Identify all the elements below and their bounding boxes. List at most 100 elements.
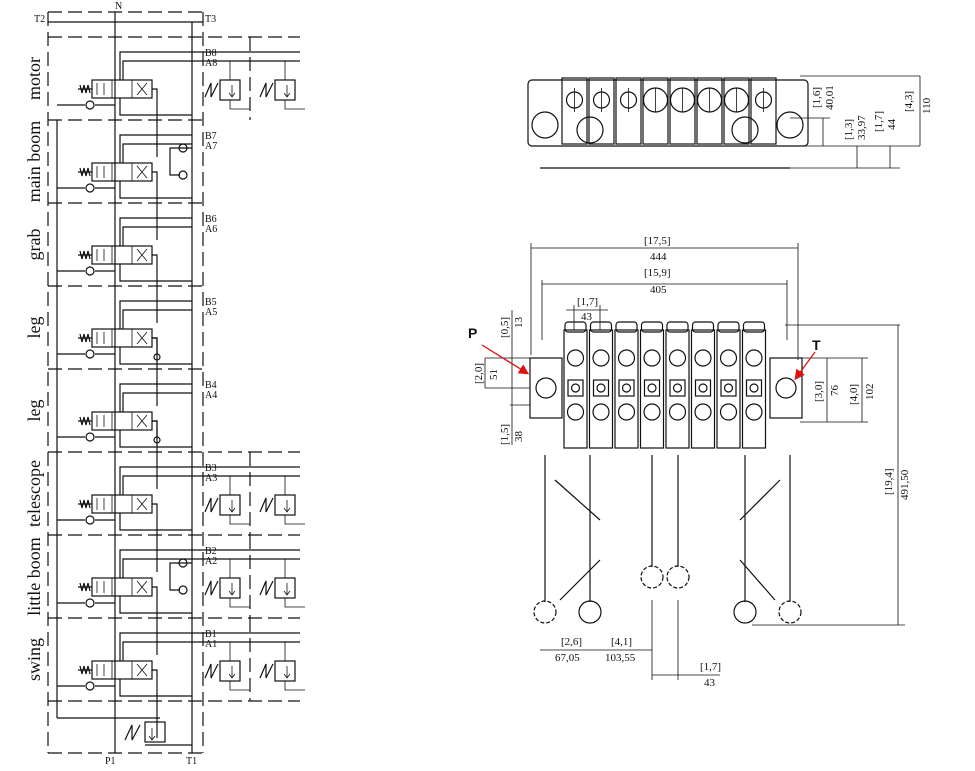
relief-valve	[204, 476, 250, 525]
port-b-label: B3	[205, 463, 217, 474]
relief-valve	[259, 476, 305, 525]
port-b-label: B7	[205, 131, 217, 142]
check-valve-icon	[85, 183, 95, 193]
spring-icon	[78, 84, 92, 94]
relief-valve	[204, 559, 250, 608]
dim-top-1-in: [1,6]	[811, 87, 823, 108]
check-valve-icon	[85, 100, 95, 110]
dim-lever1-in: [2,6]	[561, 636, 582, 648]
plug-icon	[153, 436, 161, 444]
port-b-label: B6	[205, 214, 217, 225]
port-b-label: B5	[205, 297, 217, 308]
spool-valve	[91, 162, 153, 182]
spool-valve	[91, 494, 153, 514]
spool-valve	[91, 79, 153, 99]
section-label: motor	[24, 57, 44, 100]
dim-bot-in: [1,5]	[499, 424, 511, 445]
spring-icon	[78, 499, 92, 509]
valve-section	[690, 321, 716, 449]
valve-section	[639, 321, 665, 449]
dim-top-4-mm: 110	[921, 97, 933, 114]
top-valve-section	[696, 77, 723, 145]
relief-valve	[259, 642, 305, 691]
section-label: grab	[24, 229, 44, 261]
dim-top-3-in: [1,7]	[873, 111, 885, 132]
dim-lever2-in: [4,1]	[611, 636, 632, 648]
dim-total-mm: 491,50	[899, 469, 911, 500]
arrow-p	[481, 344, 530, 375]
gauge-icon	[178, 585, 188, 595]
dim-t-in: [3,0]	[813, 381, 825, 402]
section-label: little boom	[24, 537, 44, 616]
lever-knob	[666, 565, 690, 589]
top-valve-section	[561, 77, 588, 145]
dim-top-4-in: [4,3]	[903, 91, 915, 112]
relief-valve	[259, 61, 305, 110]
port-n-label: N	[115, 1, 122, 12]
check-valve-icon	[85, 515, 95, 525]
relief-valve	[204, 61, 250, 110]
relief-valve	[204, 642, 250, 691]
dim-top-2-in: [1,3]	[843, 119, 855, 140]
gauge-icon	[178, 170, 188, 180]
front-view-drawing: [17,5] 444 [15,9] 405 [1,7] 43 [0,5] 13 …	[468, 235, 911, 689]
dim-lever3-mm: 43	[704, 677, 716, 689]
valve-section	[614, 321, 639, 449]
check-valve-icon	[85, 681, 95, 691]
spring-icon	[78, 333, 92, 343]
port-p1-label: P1	[105, 756, 116, 767]
spool-valve	[91, 245, 153, 265]
port-a-label: A1	[205, 639, 217, 650]
section-label: main boom	[24, 121, 44, 203]
dim-total-in: [19,4]	[883, 468, 895, 495]
main-relief-valve	[57, 717, 192, 746]
check-valve-icon	[85, 266, 95, 276]
gauge-icon	[178, 143, 188, 153]
dim-bot-mm: 38	[513, 431, 525, 443]
lever-knob	[733, 600, 757, 624]
dim-pitch-mm: 43	[581, 311, 593, 323]
spool-valve	[91, 577, 153, 597]
port-b-label: B1	[205, 629, 217, 640]
arrow-t	[794, 351, 816, 381]
gauge-icon	[178, 558, 188, 568]
spool-valve	[91, 660, 153, 680]
dim-p-in: [2,0]	[473, 363, 485, 384]
dim-top-in: [0,5]	[499, 317, 511, 338]
spring-icon	[78, 582, 92, 592]
valve-section	[588, 321, 614, 449]
check-valve-icon	[85, 432, 95, 442]
port-t3-label: T3	[205, 14, 216, 25]
dim-lever2-mm: 103,55	[605, 652, 636, 664]
dim-lever3-in: [1,7]	[700, 661, 721, 673]
relief-valve	[259, 559, 305, 608]
port-b-label: B4	[205, 380, 217, 391]
port-t2-label: T2	[34, 14, 45, 25]
spool-valve	[91, 328, 153, 348]
port-t-label: T	[812, 337, 821, 353]
port-a-label: A2	[205, 556, 217, 567]
top-valve-section	[615, 77, 642, 145]
spring-icon	[78, 665, 92, 675]
dim-overall-mm: 444	[650, 251, 667, 263]
port-a-label: A7	[205, 141, 217, 152]
port-t1-label: T1	[186, 756, 197, 767]
plug-icon	[153, 353, 161, 361]
section-label: leg	[24, 317, 44, 339]
dim-top-2-mm: 33,97	[856, 115, 868, 140]
dim-h-in: [4,0]	[848, 384, 860, 405]
port-a-label: A5	[205, 307, 217, 318]
inlet-section-p	[529, 357, 563, 419]
dim-top-3-mm: 44	[886, 119, 898, 131]
dim-h-mm: 102	[864, 384, 876, 401]
lever-knob	[640, 565, 664, 589]
outlet-section-t	[769, 357, 803, 419]
section-label: telescope	[24, 460, 44, 527]
